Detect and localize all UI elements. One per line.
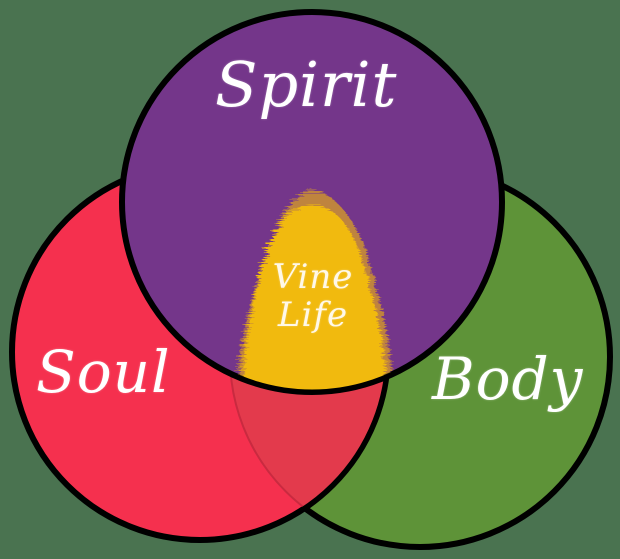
vine-life-label: Vine Life (268, 258, 358, 334)
body-label: Body (432, 345, 584, 413)
life-label: Life (277, 295, 349, 335)
vine-life-region (237, 190, 393, 392)
soul-label: Soul (36, 338, 171, 406)
spirit-label: Spirit (215, 48, 398, 121)
vine-label: Vine (272, 257, 354, 297)
